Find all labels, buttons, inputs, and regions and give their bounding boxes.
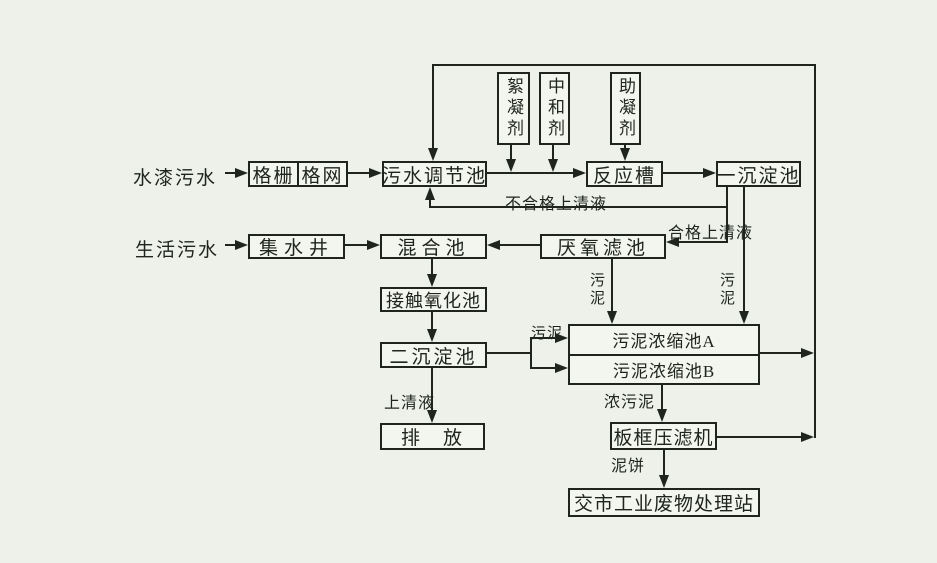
flow-line <box>717 436 802 438</box>
return-line <box>432 64 434 148</box>
flow-line <box>500 244 540 246</box>
flow-line <box>530 337 555 339</box>
flow-line <box>663 450 665 475</box>
node-primary-sedimentation-tank: 一沉淀池 <box>716 161 801 187</box>
flow-line <box>661 385 663 409</box>
label-qualified-supernatant: 合格上清液 <box>668 225 754 242</box>
node-sludge-thickener-b: 污泥浓缩池B <box>570 353 758 384</box>
flow-line <box>624 145 626 149</box>
flow-line <box>429 199 431 208</box>
source-paint-wastewater: 水漆污水 <box>133 168 218 189</box>
arrowhead-down <box>506 159 516 172</box>
node-sewage-regulating-tank: 污水调节池 <box>382 161 487 187</box>
flow-line <box>431 259 433 274</box>
arrowhead-down <box>427 329 437 342</box>
flow-line <box>743 187 745 311</box>
arrowhead-down <box>428 148 438 161</box>
label-thick-sludge: 浓污泥 <box>604 394 656 411</box>
flow-line <box>225 244 236 246</box>
flow-line <box>663 172 704 174</box>
arrowhead-down <box>427 410 437 423</box>
flow-line <box>431 368 433 410</box>
node-discharge: 排 放 <box>380 423 485 450</box>
node-contact-oxidation-tank: 接触氧化池 <box>380 287 487 312</box>
arrowhead-right <box>235 240 248 250</box>
label-mud-cake: 泥饼 <box>611 458 646 475</box>
flow-line <box>726 187 728 243</box>
arrowhead-down <box>548 159 558 172</box>
arrowhead-right <box>369 168 382 178</box>
source-domestic-wastewater: 生活污水 <box>135 240 220 261</box>
arrowhead-down <box>427 274 437 287</box>
flow-line <box>487 352 532 354</box>
arrowhead-right <box>235 168 248 178</box>
node-screens: 格栅 格网 <box>248 161 348 187</box>
arrowhead-right <box>367 240 380 250</box>
node-bar-screen: 格栅 <box>252 165 295 187</box>
node-collecting-well: 集水井 <box>248 234 345 259</box>
flow-line <box>225 172 236 174</box>
arrowhead-right <box>703 168 716 178</box>
label-sludge-from-primary: 污泥 <box>718 272 734 308</box>
flow-line <box>760 352 802 354</box>
node-mesh-screen: 格网 <box>297 163 346 187</box>
node-mixing-tank: 混合池 <box>380 234 487 259</box>
arrowhead-down <box>657 409 667 422</box>
node-secondary-sedimentation-tank: 二沉淀池 <box>380 342 487 368</box>
flow-line <box>510 145 512 160</box>
node-industrial-waste-station: 交市工业废物处理站 <box>568 488 760 517</box>
arrowhead-left <box>666 237 679 247</box>
node-plate-frame-filter-press: 板框压滤机 <box>610 422 717 450</box>
arrowhead-right <box>555 333 568 343</box>
node-coagulant-aid: 助凝剂 <box>610 72 641 145</box>
arrowhead-down <box>607 311 617 324</box>
arrowhead-right <box>573 168 586 178</box>
arrowhead-down <box>620 148 630 161</box>
label-sludge-from-anaerobic: 污泥 <box>588 272 604 308</box>
arrowhead-down <box>739 311 749 324</box>
node-flocculant: 絮凝剂 <box>497 72 530 145</box>
flow-line <box>431 312 433 329</box>
flow-line <box>530 367 555 369</box>
flow-line <box>487 172 574 174</box>
node-reaction-tank: 反应槽 <box>586 161 663 187</box>
arrowhead-right <box>801 432 814 442</box>
arrowhead-down <box>659 475 669 488</box>
flow-line <box>679 241 728 243</box>
node-anaerobic-filter: 厌氧滤池 <box>540 234 666 259</box>
return-line <box>814 64 816 438</box>
flow-line <box>552 145 554 160</box>
arrowhead-right <box>555 363 568 373</box>
arrowhead-left <box>487 240 500 250</box>
return-line <box>432 64 816 66</box>
flow-line <box>530 337 532 369</box>
label-unqualified-supernatant: 不合格上清液 <box>505 196 608 213</box>
flow-line <box>345 244 367 246</box>
node-sludge-thickeners: 污泥浓缩池A 污泥浓缩池B <box>568 324 760 385</box>
node-sludge-thickener-a: 污泥浓缩池A <box>612 332 716 352</box>
flow-line <box>611 259 613 311</box>
arrowhead-up <box>425 187 435 200</box>
label-supernatant: 上清液 <box>384 395 436 412</box>
node-neutralizer: 中和剂 <box>539 72 570 145</box>
flow-line <box>429 206 728 208</box>
arrowhead-right <box>801 348 814 358</box>
flow-line <box>348 172 370 174</box>
